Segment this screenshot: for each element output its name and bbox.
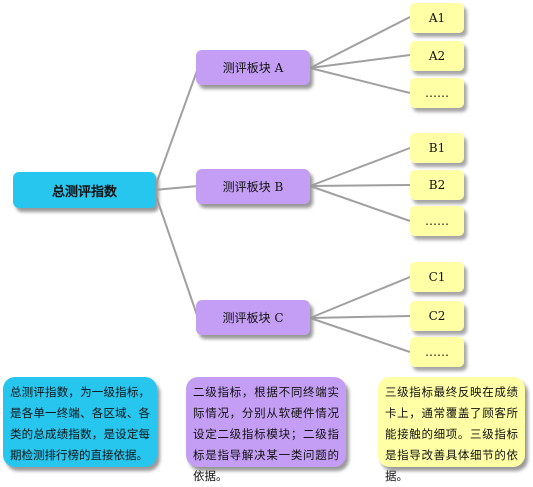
leaf-node-c3: ……: [410, 337, 464, 367]
leaf-node-a2: A2: [410, 41, 464, 71]
root-node: 总测评指数: [13, 172, 156, 208]
connector-root-a: [153, 67, 199, 191]
connector-c-c3: [309, 317, 411, 353]
level2-description: 二级指标，根据不同终端实际情况，分别从软硬件情况设定二级指标模块；二级指标是指导…: [186, 377, 346, 483]
leaf-node-c1: C1: [410, 262, 464, 292]
level1-description: 总测评指数，为一级指标，是各单一终端、各区域、各类的总成绩指数，是设定每期检测排…: [3, 377, 157, 467]
leaf-node-b3: ……: [410, 206, 464, 236]
section-node-c: 测评板块 C: [196, 300, 310, 335]
connector-b-b1: [309, 147, 411, 187]
connector-lines: [153, 16, 411, 353]
section-node-a: 测评板块 A: [196, 50, 310, 85]
connector-c-c1: [309, 276, 411, 319]
connector-b-b3: [309, 185, 411, 222]
level3-description: 三级指标最终反映在成绩卡上，通常覆盖了顾客所能接触的细项。三级指标是指导改善具体…: [378, 377, 525, 483]
leaf-node-b2: B2: [410, 170, 464, 200]
connector-a-a3: [309, 67, 411, 94]
leaf-node-b1: B1: [410, 133, 464, 163]
leaf-node-a3: ……: [410, 78, 464, 108]
connector-a-a1: [309, 16, 411, 69]
section-node-b: 测评板块 B: [196, 169, 310, 204]
connector-b-b2: [309, 184, 411, 187]
connector-a-a2: [309, 54, 411, 69]
connector-root-b: [153, 185, 199, 191]
connector-root-c: [153, 189, 199, 319]
leaf-node-c2: C2: [410, 301, 464, 331]
tree-diagram: 总测评指数 测评板块 A 测评板块 B 测评板块 C A1 A2 …… B1 B…: [3, 3, 525, 483]
connector-c-c2: [309, 315, 411, 319]
leaf-node-a1: A1: [410, 3, 464, 33]
